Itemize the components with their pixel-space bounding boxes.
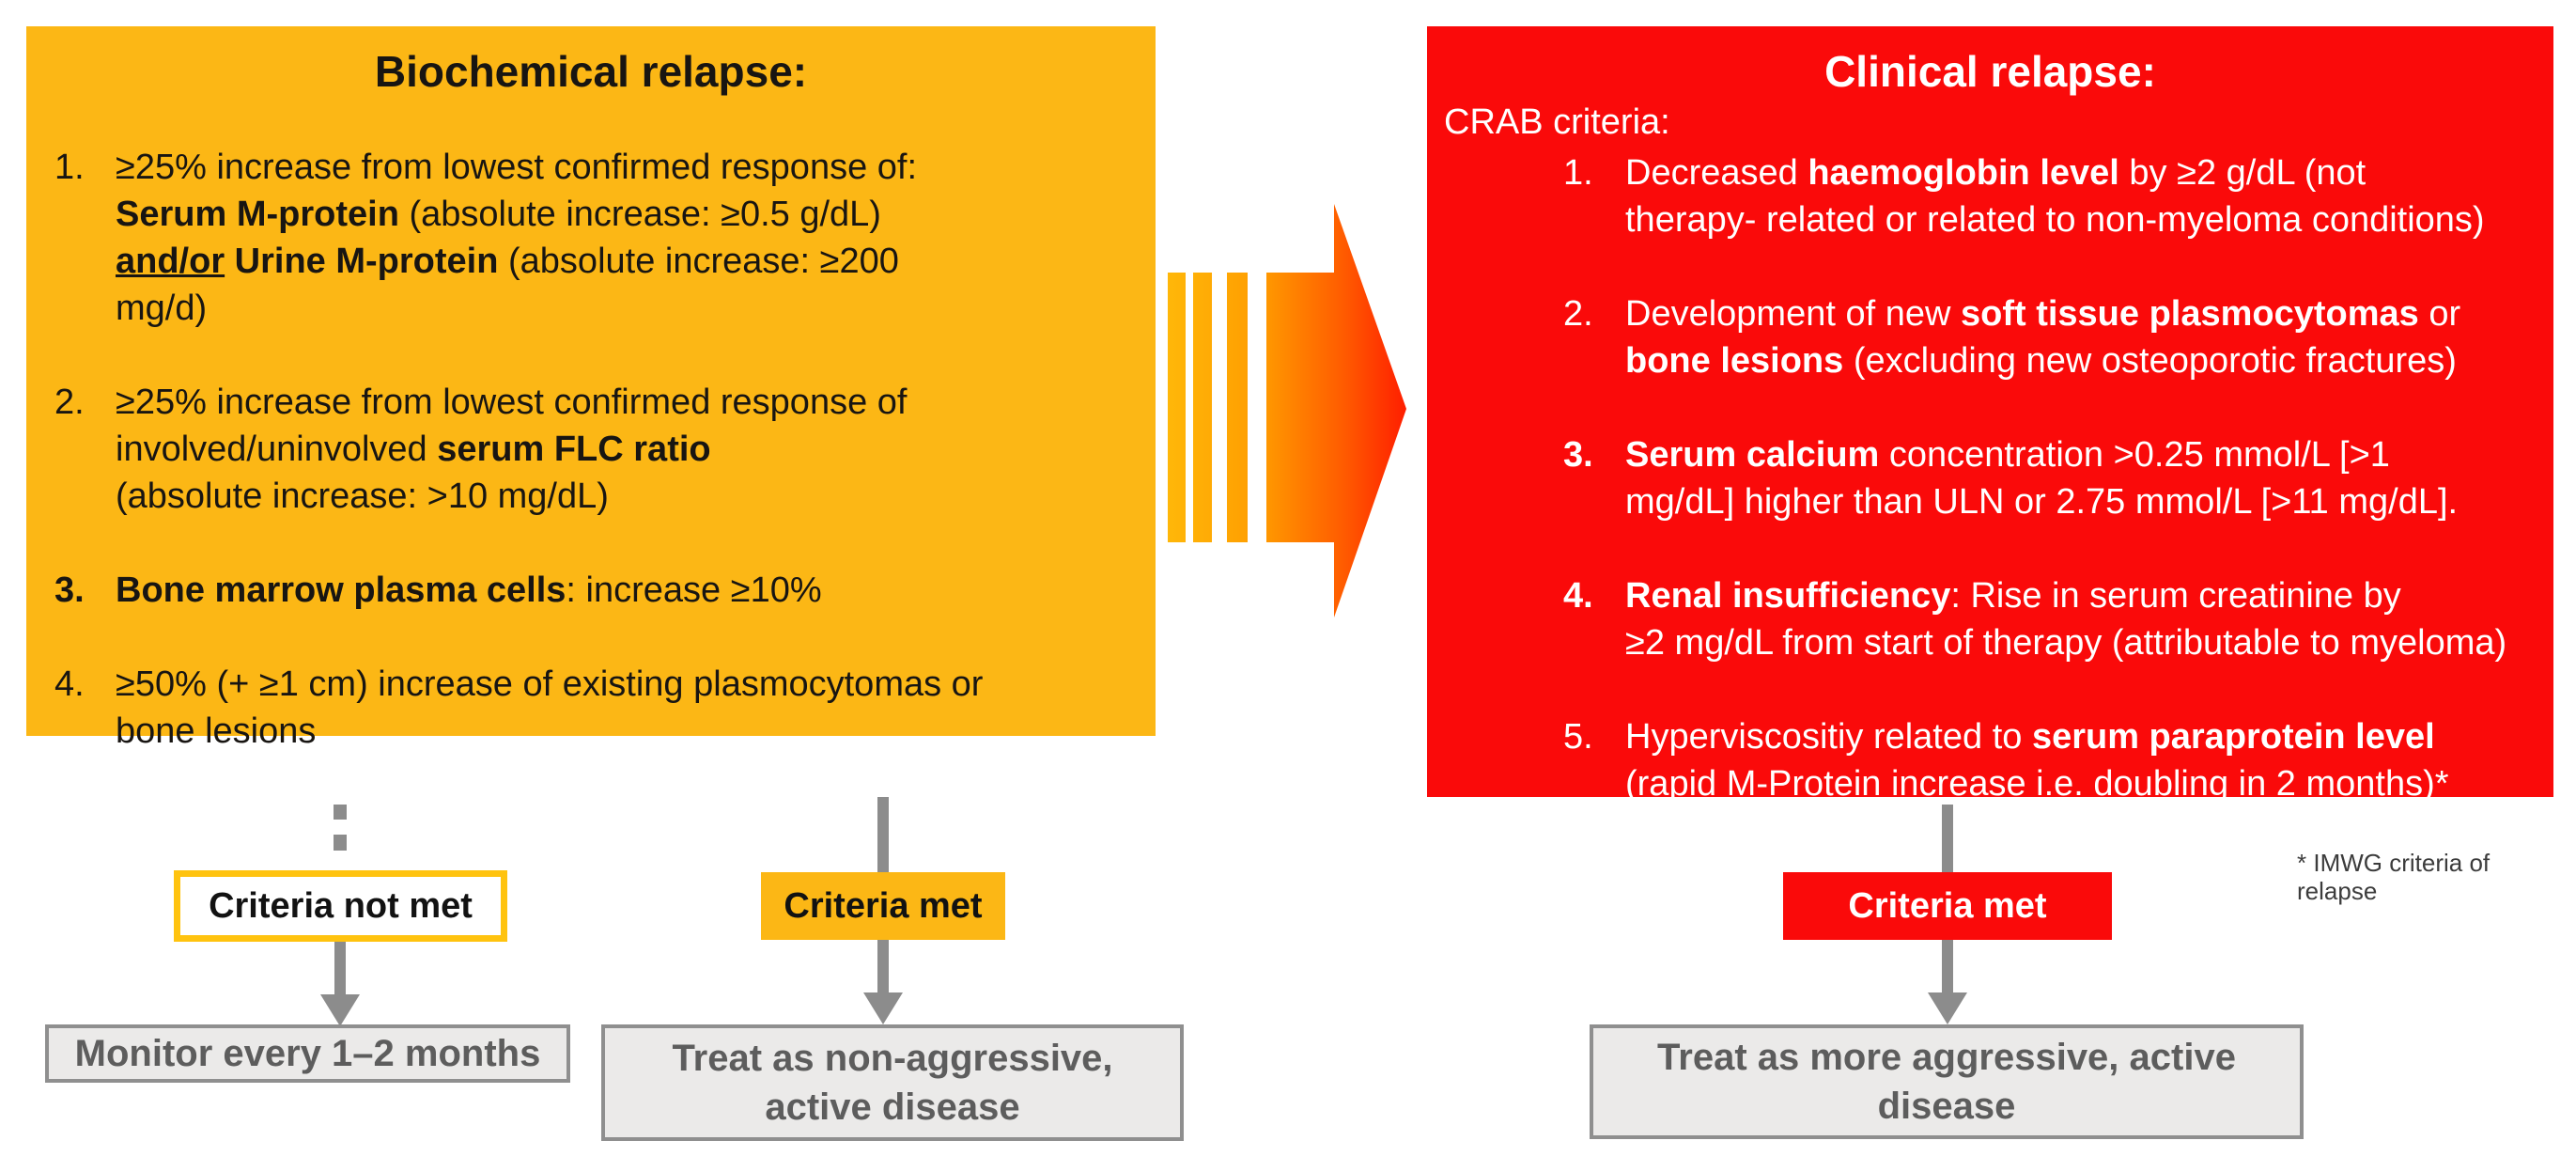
dashed-connector-segment <box>334 835 347 851</box>
item-number: 2. <box>54 383 85 422</box>
list-item: 3. Serum calcium concentration >0.25 mmo… <box>1427 431 2553 525</box>
treat-non-aggressive-box: Treat as non-aggressive, active disease <box>601 1024 1184 1141</box>
criteria-not-met-label: Criteria not met <box>174 870 507 942</box>
list-item: 5. Hyperviscositiy related to serum para… <box>1427 713 2553 807</box>
dashed-connector-segment <box>334 805 347 820</box>
list-item: 4. Renal insufficiency: Rise in serum cr… <box>1427 572 2553 666</box>
crab-criteria-label: CRAB criteria: <box>1444 102 1670 142</box>
item-number: 3. <box>1563 435 1593 475</box>
list-item: 2. ≥25% increase from lowest confirmed r… <box>26 379 1156 520</box>
biochemical-criteria-list: 1. ≥25% increase from lowest confirmed r… <box>26 144 1156 755</box>
down-arrow-icon <box>320 942 360 1026</box>
item-number: 4. <box>54 664 85 704</box>
criteria-met-clinical-label: Criteria met <box>1783 872 2112 940</box>
biochemical-relapse-title: Biochemical relapse: <box>374 47 808 96</box>
biochemical-relapse-panel: Biochemical relapse: 1. ≥25% increase fr… <box>26 26 1156 751</box>
list-item: 4. ≥50% (+ ≥1 cm) increase of existing p… <box>26 661 1156 755</box>
imwg-footnote: * IMWG criteria of relapse <box>2297 849 2491 905</box>
item-number: 1. <box>1563 153 1593 193</box>
item-number: 1. <box>54 148 85 187</box>
clinical-relapse-title: Clinical relapse: <box>1824 47 2156 96</box>
list-item: 1. ≥25% increase from lowest confirmed r… <box>26 144 1156 332</box>
treat-aggressive-box: Treat as more aggressive, active disease <box>1590 1024 2304 1139</box>
list-item: 2. Development of new soft tissue plasmo… <box>1427 290 2553 384</box>
item-number: 4. <box>1563 576 1593 616</box>
item-number: 3. <box>54 570 85 610</box>
criteria-met-biochemical-label: Criteria met <box>761 872 1005 940</box>
clinical-relapse-panel: Clinical relapse: CRAB criteria: 1. Decr… <box>1427 26 2553 804</box>
item-number: 5. <box>1563 717 1593 757</box>
monitor-outcome-box: Monitor every 1–2 months <box>45 1024 570 1083</box>
list-item: 1. Decreased haemoglobin level by ≥2 g/d… <box>1427 149 2553 243</box>
biochemical-to-clinical-arrow-icon <box>1168 204 1406 617</box>
clinical-criteria-list: 1. Decreased haemoglobin level by ≥2 g/d… <box>1427 149 2553 807</box>
list-item: 3. Bone marrow plasma cells: increase ≥1… <box>26 567 1156 614</box>
item-number: 2. <box>1563 294 1593 334</box>
